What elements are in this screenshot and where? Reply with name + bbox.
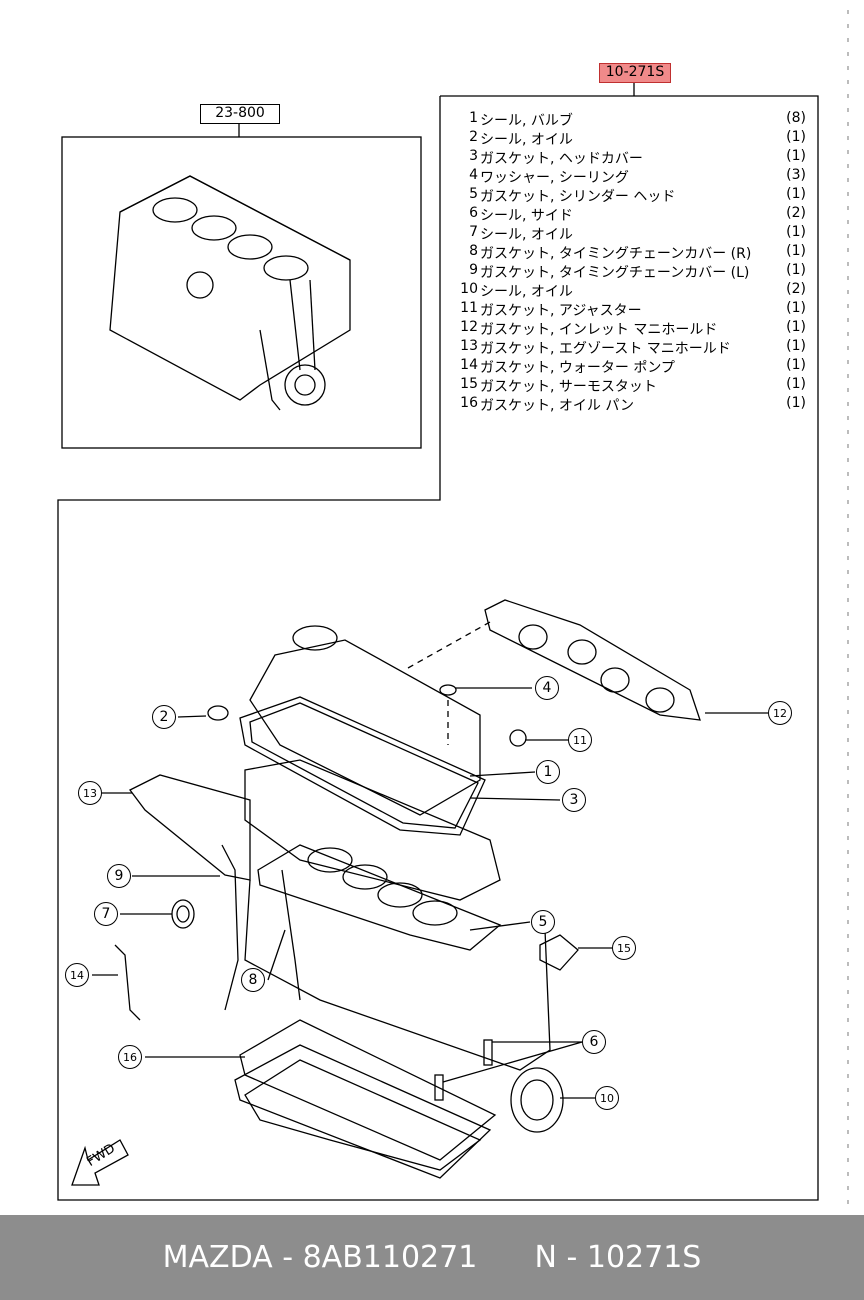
part-name: ガスケット, エグゾースト マニホールド [480,341,731,357]
part-quantity: (1) [786,319,806,335]
part-quantity: (1) [786,243,806,259]
part-number: 3 [469,148,478,164]
part-number: 7 [469,224,478,240]
engine-block-sketch [109,175,351,411]
footer-bar: MAZDA - 8AB110271 N - 10271S [0,1215,864,1300]
exploded-view-sketch [71,599,768,1186]
part-quantity: (3) [786,167,806,183]
part-number: 1 [469,110,478,126]
part-name: ガスケット, アジャスター [480,303,642,319]
diagram-lines [57,10,849,1205]
part-name: ガスケット, タイミングチェーンカバー (L) [480,265,750,281]
part-name: ガスケット, サーモスタット [480,379,657,395]
part-name: シール, オイル [480,284,573,300]
part-name: ガスケット, タイミングチェーンカバー (R) [480,246,752,262]
part-number: 12 [460,319,478,335]
part-quantity: (1) [786,338,806,354]
callout-9: 9 [107,864,131,888]
part-name: シール, サイド [480,208,573,224]
part-number: 10 [460,281,478,297]
part-name: シール, オイル [480,132,573,148]
part-quantity: (2) [786,281,806,297]
callout-1: 1 [536,760,560,784]
part-quantity: (1) [786,395,806,411]
callout-8: 8 [241,968,265,992]
part-quantity: (1) [786,262,806,278]
callout-14: 14 [65,963,89,987]
part-number: 11 [460,300,478,316]
part-quantity: (2) [786,205,806,221]
callout-13: 13 [78,781,102,805]
part-number: 5 [469,186,478,202]
part-name: シール, バルブ [480,113,573,129]
reference-frame [61,136,422,449]
part-name: ガスケット, ウォーター ポンプ [480,360,675,376]
part-number: 8 [469,243,478,259]
callout-12: 12 [768,701,792,725]
part-number: 9 [469,262,478,278]
part-quantity: (1) [786,357,806,373]
callout-3: 3 [562,788,586,812]
part-name: ガスケット, ヘッドカバー [480,151,643,167]
part-quantity: (8) [786,110,806,126]
part-quantity: (1) [786,186,806,202]
part-quantity: (1) [786,300,806,316]
part-number: 2 [469,129,478,145]
kit-number-label: 10-271S [599,63,671,83]
footer-part-number: MAZDA - 8AB110271 [162,1240,478,1275]
part-quantity: (1) [786,129,806,145]
callout-7: 7 [94,902,118,926]
part-number: 6 [469,205,478,221]
part-quantity: (1) [786,224,806,240]
reference-number-label: 23-800 [200,104,280,124]
part-name: シール, オイル [480,227,573,243]
callout-11: 11 [568,728,592,752]
kit-frame [57,95,819,1201]
part-number: 15 [460,376,478,392]
callout-5: 5 [531,910,555,934]
callout-16: 16 [118,1045,142,1069]
part-number: 13 [460,338,478,354]
part-number: 14 [460,357,478,373]
part-name: ガスケット, インレット マニホールド [480,322,718,338]
part-name: ガスケット, オイル パン [480,398,635,414]
part-number: 4 [469,167,478,183]
part-quantity: (1) [786,148,806,164]
callout-2: 2 [152,705,176,729]
footer-spacer [477,1240,534,1275]
part-number: 16 [460,395,478,411]
footer-kit-code: N - 10271S [534,1240,702,1275]
part-name: ワッシャー, シーリング [480,170,629,186]
callout-6: 6 [582,1030,606,1054]
part-quantity: (1) [786,376,806,392]
callout-4: 4 [535,676,559,700]
callout-15: 15 [612,936,636,960]
part-name: ガスケット, シリンダー ヘッド [480,189,676,205]
callout-10: 10 [595,1086,619,1110]
